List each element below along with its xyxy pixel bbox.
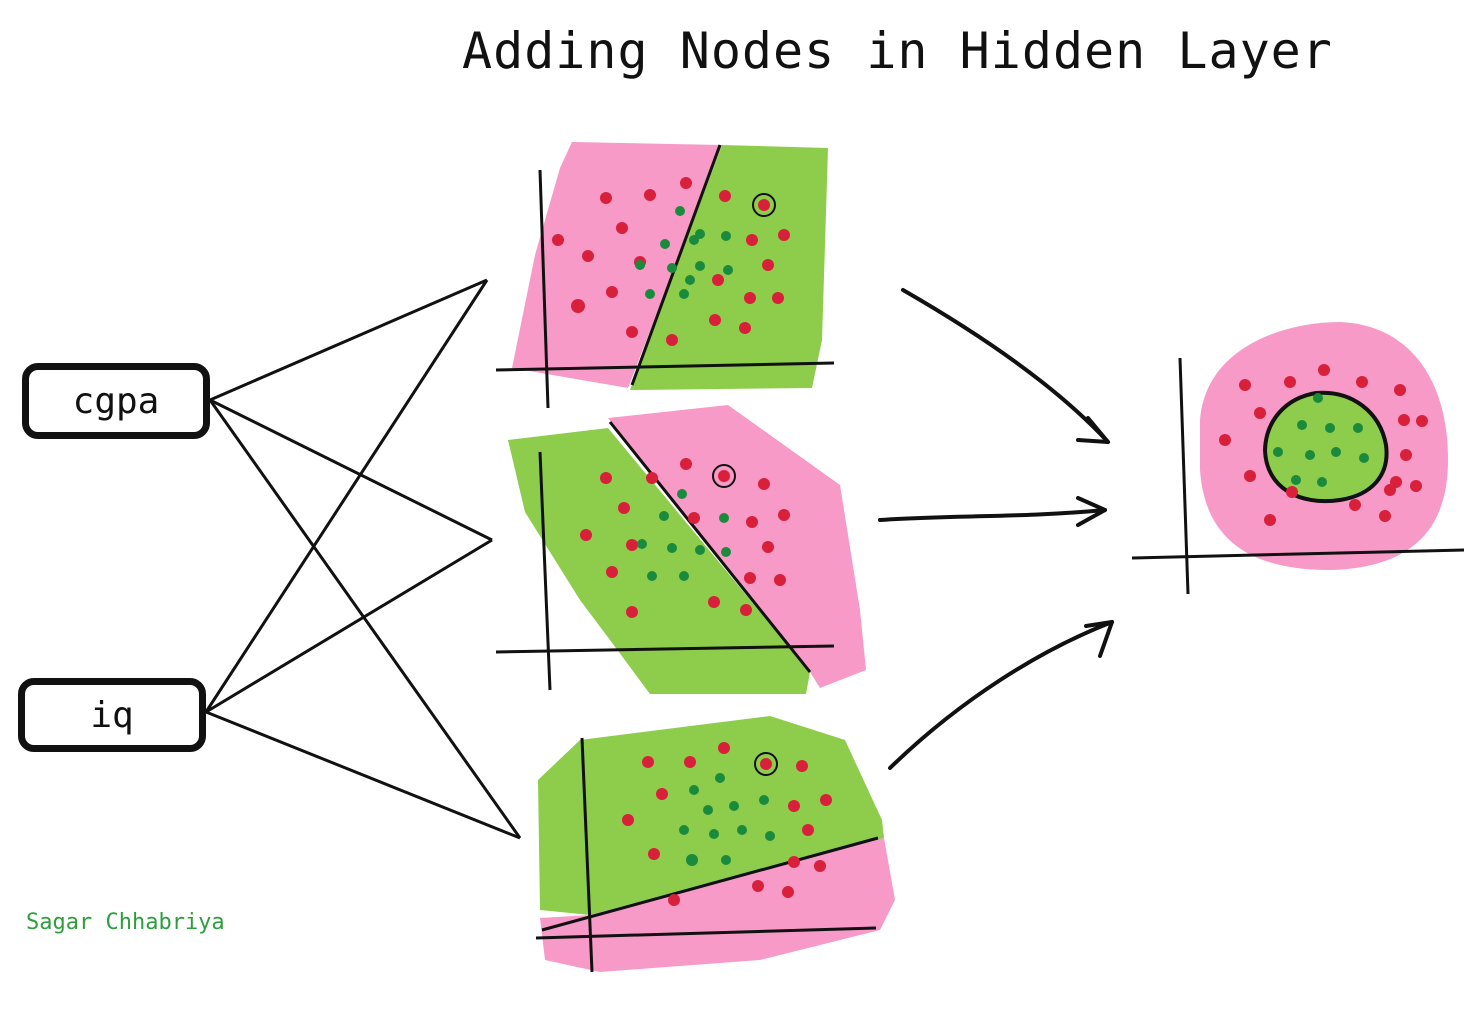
- output-node-plot: [1131, 322, 1465, 595]
- edge-iq-hidden1: [204, 279, 489, 713]
- output-dots-red: [1219, 364, 1428, 526]
- highlight-ring-1: [752, 193, 776, 217]
- edge-cgpa-hidden3: [208, 399, 522, 839]
- input-node-cgpa: cgpa: [22, 363, 210, 439]
- hidden-node-plot-1: [495, 142, 835, 409]
- arrows: [878, 288, 1114, 770]
- x-axis-3: [535, 926, 877, 940]
- region-pink-2: [608, 405, 866, 688]
- arrow-2-shaft: [878, 508, 1107, 522]
- dots-green-2: [637, 489, 731, 581]
- arrow-3-shaft: [888, 620, 1114, 770]
- x-axis-2: [495, 644, 835, 654]
- dots-green-3: [679, 773, 775, 866]
- output-y-axis: [1178, 357, 1190, 595]
- input-node-iq: iq: [18, 678, 206, 752]
- arrow-1-shaft: [901, 288, 1110, 444]
- dots-red-1: [552, 177, 790, 346]
- dots-green-1: [635, 206, 733, 299]
- x-axis-1: [495, 361, 835, 372]
- diagram-title: Adding Nodes in Hidden Layer: [462, 22, 1333, 80]
- author-credit: Sagar Chhabriya: [26, 910, 225, 935]
- y-axis-3: [580, 737, 594, 973]
- edge-iq-hidden2: [205, 538, 493, 714]
- edge-cgpa-hidden2: [209, 398, 493, 542]
- arrow-2-head: [1076, 496, 1107, 527]
- region-green-2: [508, 428, 810, 694]
- highlight-ring-2: [712, 464, 736, 488]
- edge-cgpa-hidden1: [209, 278, 488, 402]
- output-x-axis: [1131, 548, 1465, 560]
- hidden-node-plot-3: [535, 716, 895, 973]
- connection-lines: [204, 278, 522, 840]
- hidden-node-plot-2: [495, 405, 866, 694]
- arrow-3-head: [1084, 620, 1114, 658]
- output-green-region: [1262, 390, 1389, 504]
- highlight-ring-3: [754, 752, 778, 776]
- output-dots-green: [1273, 393, 1369, 487]
- region-pink-1: [512, 142, 722, 388]
- dots-red-3: [622, 742, 832, 906]
- decision-boundary-2: [608, 421, 812, 673]
- region-pink-3: [540, 838, 895, 972]
- decision-boundary-3: [541, 836, 879, 932]
- dots-red-2: [580, 458, 790, 618]
- edge-iq-hidden3: [205, 710, 521, 840]
- arrow-1-head: [1076, 416, 1110, 444]
